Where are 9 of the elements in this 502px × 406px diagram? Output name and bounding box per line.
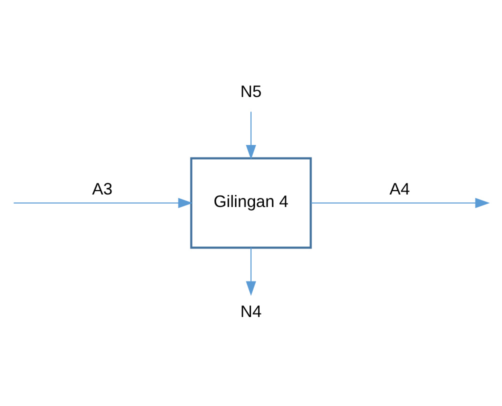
node-text: N5 [240, 82, 262, 101]
node-text: N4 [240, 302, 262, 322]
edge-label: A3 [92, 179, 113, 198]
arrow [246, 112, 256, 160]
arrow [246, 248, 256, 296]
node-box: Gilingan 4 [190, 157, 312, 249]
arrow [14, 198, 193, 208]
edge-label: A4 [389, 179, 410, 198]
arrow [311, 198, 490, 208]
